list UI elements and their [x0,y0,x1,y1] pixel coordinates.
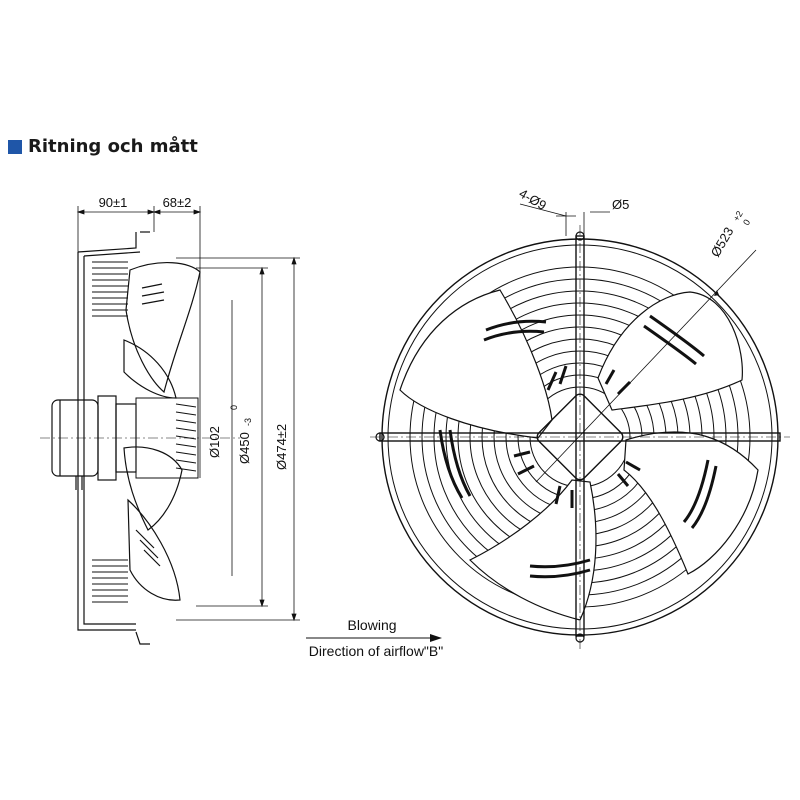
guard-wires-bottom [92,559,128,603]
fan-blades [123,262,201,601]
motor-body [51,395,137,490]
dim-hub: Ø102 [207,426,222,458]
dim-overall: Ø474±2 [274,424,289,470]
heading-title: Ritning och mått [28,136,198,157]
dim-holes: 4-Ø9 [517,186,550,213]
airflow-label: Blowing [347,617,396,633]
blade-slots [438,314,718,579]
front-view [370,203,790,650]
dim-top-left: 90±1 [99,195,128,210]
dim-inner-tol-lower: -3 [243,418,253,426]
dim-inner: Ø450 [237,432,252,464]
dim-outer-tol-upper: +2 [731,209,745,223]
dim-wire: Ø5 [612,197,629,212]
airflow-direction: Direction of airflow"B" [309,643,443,659]
heading-marker-icon [8,139,22,154]
dim-top-right: 68±2 [163,195,192,210]
front-blades [399,289,759,621]
mounting-bracket [77,231,150,645]
top-dimensions [76,206,202,398]
dim-outer-tol-lower: 0 [741,218,752,227]
dim-outer-leader [535,249,757,483]
vertical-dimensions [176,256,300,622]
side-view [40,206,300,645]
top-hole-dimensions [519,203,610,236]
airflow-arrow [306,634,442,642]
hub-radial-fins [513,365,641,508]
dim-outer: Ø523 [708,224,737,259]
section-heading: Ritning och mått [8,136,198,157]
dim-inner-tol-upper: 0 [229,405,239,410]
guard-wires-top [92,261,128,317]
